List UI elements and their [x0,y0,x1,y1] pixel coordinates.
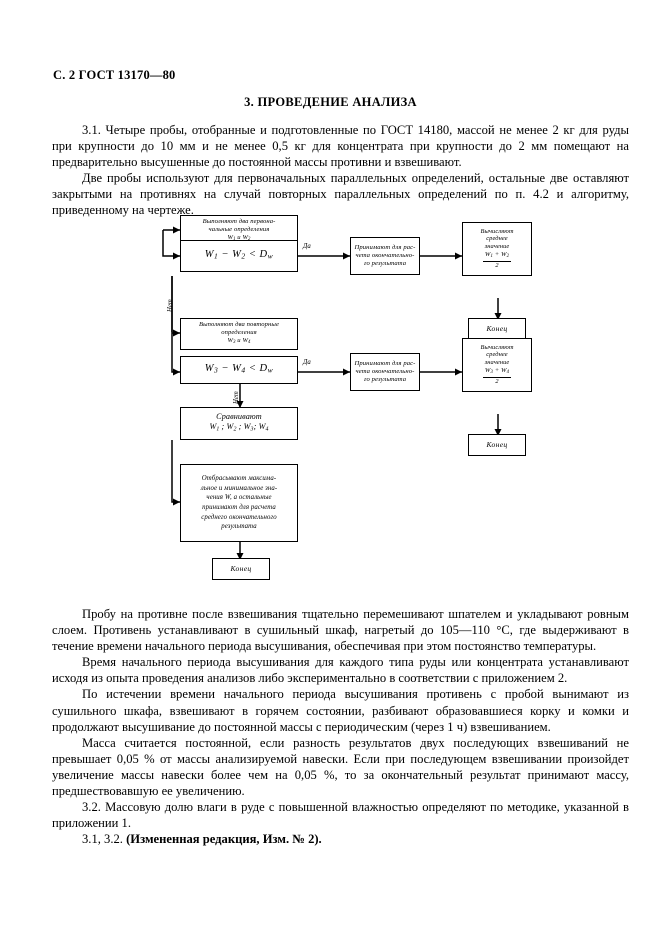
node-line: Сравнивают [216,411,262,421]
node-line: W1 и W2 [227,233,250,242]
node-line: го результата [363,259,407,267]
node-line: Принимают для рас- [354,244,416,252]
top-text-block: 3.1. Четыре пробы, отобранные и подготов… [52,122,629,219]
paragraph-two-samples: Две пробы используют для первоначальных … [52,171,629,218]
revision-bold: (Измененная редакция, Изм. № 2). [126,832,322,847]
edge-label-no-repeat: Нет [233,391,240,404]
bottom-text-block: Пробу на противне после взвешивания тщат… [52,606,629,847]
node-line: Конец [230,564,252,574]
node-line: Конец [486,440,508,450]
node-fraction: W1 + W2 2 [482,251,512,270]
paragraph-spread-sample: Пробу на противне после взвешивания тщат… [52,607,629,654]
node-end-first: Конец [468,318,526,340]
node-end-repeat: Конец [468,434,526,456]
node-line: W1 ; W2 ; W3; W4 [209,422,269,433]
fraction-numerator: W1 + W2 [482,251,512,263]
node-line: значение [484,242,510,250]
node-line: Вычисляют [480,227,514,235]
node-line: среднее [486,351,508,359]
node-line: Принимают для рас- [354,360,416,368]
node-line: определения [221,329,257,337]
node-average-first: Вычисляют среднее значение W1 + W2 2 [462,222,532,276]
section-title: 3. ПРОВЕДЕНИЕ АНАЛИЗА [244,95,417,109]
edge-label-no-first: Нет [167,299,174,312]
node-compare-repeat: W3 − W4 < Dw [180,356,298,384]
revision-prefix: 3.1, 3.2. [82,832,127,847]
node-line: чения W, а остальные [206,494,272,502]
node-line: среднее [486,235,508,243]
node-accept-result-first: Принимают для рас- чета окончательно- го… [350,237,420,275]
node-line: чета окончательно- [355,252,415,260]
flowchart-connectors [162,226,502,560]
node-line: принимают для расчета [202,504,276,511]
node-accept-result-repeat: Принимают для рас- чета окончательно- го… [350,353,420,391]
analysis-algorithm-flowchart: Выполняют два первона- чальные определен… [0,212,661,592]
paragraph-constant-mass: Масса считается постоянной, если разност… [52,735,629,799]
paragraph-3-1: 3.1. Четыре пробы, отобранные и подготов… [52,123,629,170]
paragraph-3-2: 3.2. Массовую долю влаги в руде с повыше… [52,800,629,831]
paragraph-initial-period: Время начального периода высушивания для… [52,655,629,686]
node-line: чета окончательно- [355,368,415,376]
node-end-final: Конец [212,558,270,580]
node-line: Вычисляют [480,343,514,351]
fraction-denominator: 2 [495,378,499,386]
node-line: льное и минимальное зна- [200,484,278,492]
edge-label-yes-first: Да [303,243,311,250]
edge-label-yes-repeat: Да [303,359,311,366]
paragraph-revision-note: 3.1, 3.2. (Измененная редакция, Изм. № 2… [52,831,629,847]
node-line: W3 и W4 [227,336,251,345]
fraction-denominator: 2 [495,262,499,270]
paragraph-after-period: По истечении времени начального периода … [52,687,629,734]
node-line: значение [484,358,510,366]
node-line: Выполняют два повторные [198,321,280,329]
node-line: Отбрасывают максима- [201,475,277,483]
node-average-repeat: Вычисляют среднее значение W3 + W4 2 [462,338,532,392]
node-repeat-determinations: Выполняют два повторные определения W3 и… [180,318,298,350]
node-line: го результата [363,375,407,383]
node-line: среднего окончательного [201,513,277,521]
fraction-numerator: W3 + W4 [482,367,512,379]
node-line: результата [221,523,257,531]
node-discard-extremes: Отбрасывают максима- льное и минимальное… [180,464,298,542]
node-fraction: W3 + W4 2 [482,367,512,386]
node-compare-all: Сравнивают W1 ; W2 ; W3; W4 [180,407,298,440]
node-formula: W1 − W2 < Dw [204,249,274,261]
node-formula: W3 − W4 < Dw [204,363,274,375]
page-header-mark: С. 2 ГОСТ 13170—80 [53,68,176,82]
node-line: чальные определения [208,226,270,234]
node-line: Конец [486,324,508,334]
node-compare-first: W1 − W2 < Dw [180,240,298,272]
node-line: Выполняют два первона- [202,218,276,226]
